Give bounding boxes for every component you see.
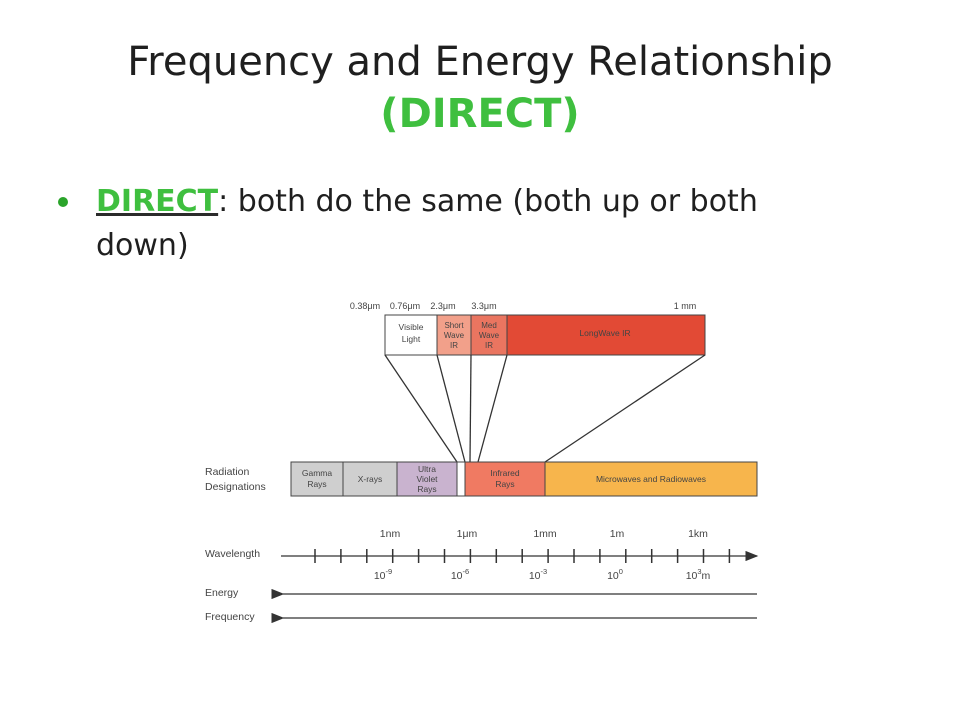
- exponent-label: 100: [607, 567, 623, 582]
- band-microwaves-radiowaves: Microwaves and Radiowaves: [544, 461, 758, 497]
- band-label: Infrared: [490, 468, 520, 478]
- unit-label: 1m: [610, 528, 625, 540]
- top-tick-label: 2.3μm: [430, 301, 455, 311]
- top-band-label: Wave: [479, 331, 500, 340]
- band-label: Microwaves and Radiowaves: [596, 474, 706, 484]
- bullet-point: DIRECT: both do the same (both up or bot…: [58, 180, 858, 268]
- unit-label: 1km: [688, 528, 708, 540]
- electromagnetic-spectrum-diagram: 0.38μm 0.76μm 2.3μm 3.3μm 1 mm Visible L…: [205, 301, 759, 624]
- top-tick-label: 3.3μm: [471, 301, 496, 311]
- band-visible-slice: [456, 461, 466, 497]
- exponent-label: 10-9: [374, 567, 392, 582]
- band-label: Gamma: [302, 468, 333, 478]
- frequency-label: Frequency: [205, 611, 255, 623]
- unit-label: 1μm: [457, 528, 478, 540]
- top-band-label: LongWave IR: [579, 328, 630, 338]
- row-label-designations: Designations: [205, 481, 266, 493]
- row-label-radiation: Radiation: [205, 466, 250, 478]
- bullet-rest: : both do the same (both up or both down…: [96, 184, 758, 263]
- wavelength-label: Wavelength: [205, 548, 260, 560]
- top-tick-label: 0.38μm: [350, 301, 380, 311]
- bullet-keyword: DIRECT: [96, 184, 219, 219]
- top-band-med-wave-ir: Med Wave IR: [470, 314, 508, 356]
- zoom-connector-lines: [384, 354, 706, 463]
- band-gamma-rays: Gamma Rays: [290, 461, 344, 497]
- unit-label: 1nm: [380, 528, 401, 540]
- band-label: Ultra: [418, 464, 436, 474]
- band-ultra-violet: Ultra Violet Rays: [396, 461, 458, 497]
- top-band-visible-light: Visible Light: [384, 314, 438, 356]
- top-band-label: Wave: [444, 331, 465, 340]
- band-label: Violet: [416, 474, 438, 484]
- top-band-label: IR: [485, 341, 493, 350]
- slide-title: Frequency and Energy Relationship (DIREC…: [0, 36, 960, 140]
- bullet-dot-icon: [58, 197, 68, 207]
- bullet-text: DIRECT: both do the same (both up or bot…: [96, 180, 858, 268]
- exponent-label: 10-6: [451, 567, 469, 582]
- top-tick-label: 0.76μm: [390, 301, 420, 311]
- top-band-longwave-ir: LongWave IR: [506, 314, 706, 356]
- top-band-label: Light: [402, 334, 421, 344]
- band-label: Rays: [417, 484, 436, 494]
- band-label: Rays: [495, 479, 514, 489]
- band-label: X-rays: [358, 474, 383, 484]
- band-label: Rays: [307, 479, 326, 489]
- title-accent: (DIRECT): [380, 91, 580, 137]
- top-band-label: IR: [450, 341, 458, 350]
- exponent-label: 103m: [686, 567, 711, 582]
- top-band-short-wave-ir: Short Wave IR: [436, 314, 472, 356]
- band-infrared-rays: Infrared Rays: [464, 461, 546, 497]
- top-tick-label: 1 mm: [674, 301, 697, 311]
- title-main: Frequency and Energy Relationship: [127, 39, 833, 85]
- wavelength-ticks: [314, 549, 731, 563]
- top-band-label: Short: [444, 321, 464, 330]
- band-x-rays: X-rays: [342, 461, 398, 497]
- energy-label: Energy: [205, 587, 239, 599]
- top-band-label: Med: [481, 321, 497, 330]
- unit-label: 1mm: [533, 528, 557, 540]
- exponent-label: 10-3: [529, 567, 547, 582]
- top-band-label: Visible: [399, 322, 424, 332]
